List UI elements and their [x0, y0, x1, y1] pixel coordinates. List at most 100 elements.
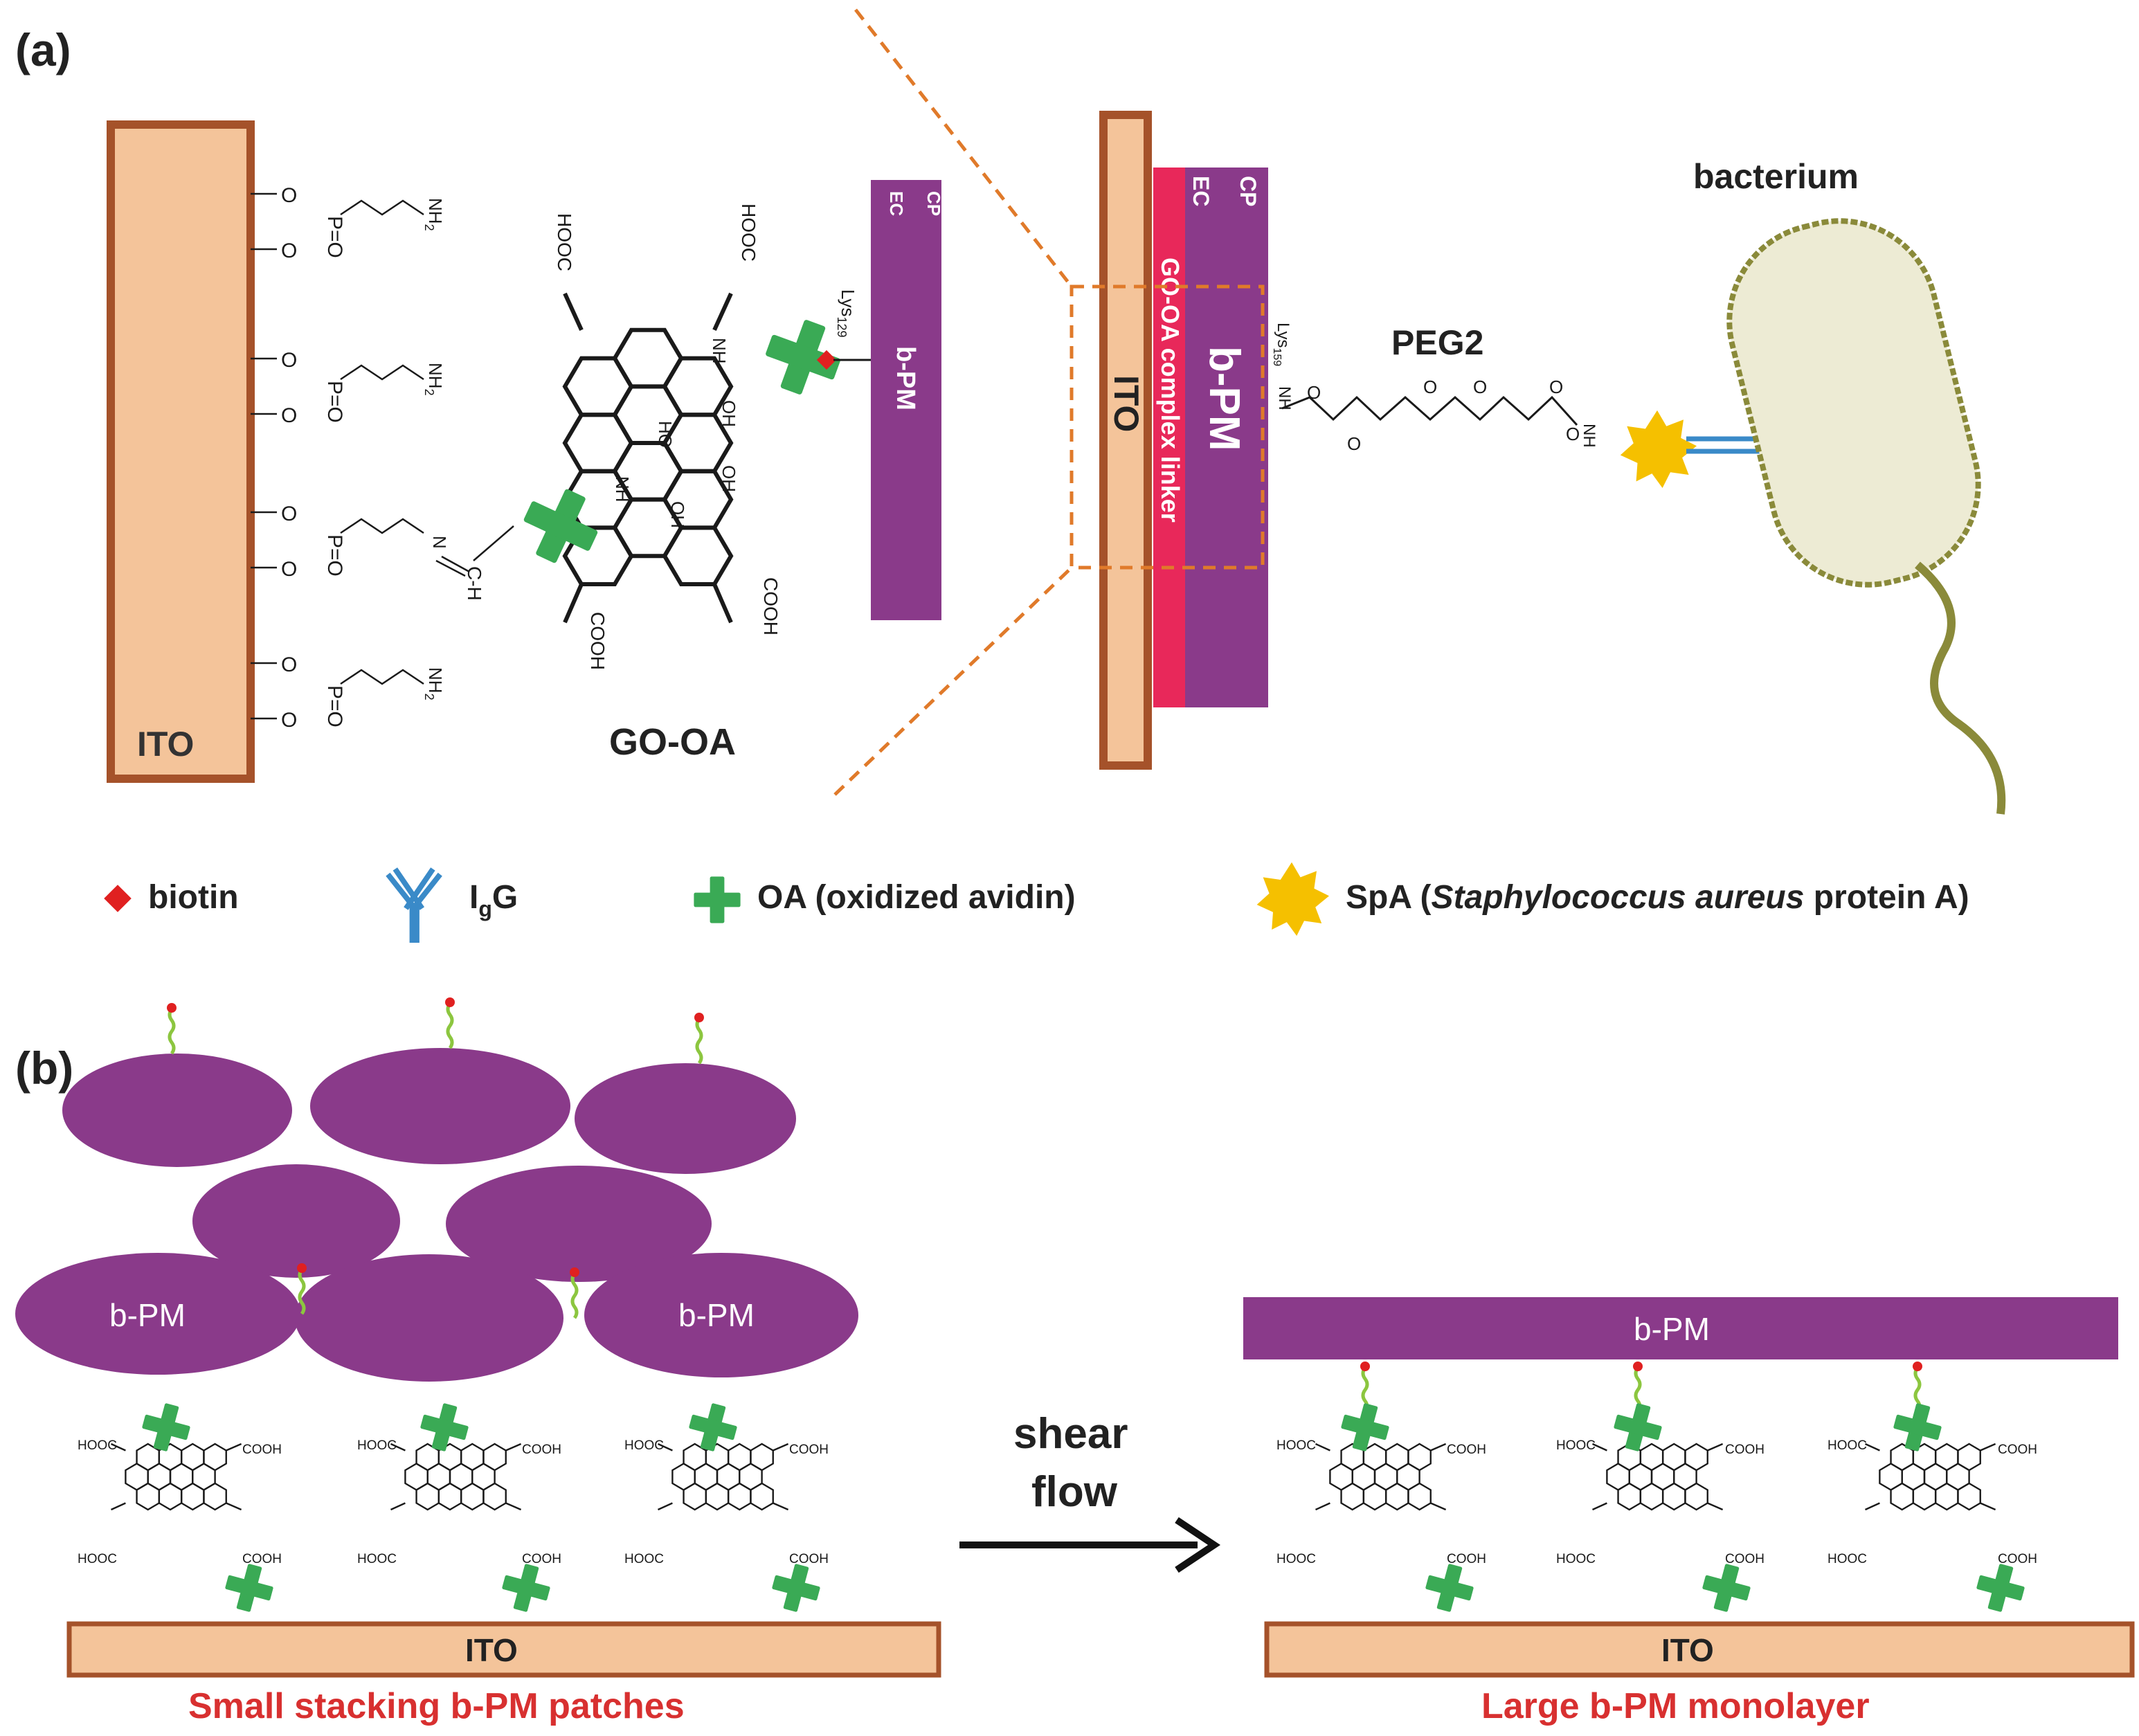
- legend-oa: OA (oxidized avidin): [757, 879, 1076, 916]
- bacterium-label: bacterium: [1693, 157, 1859, 196]
- nh2-group: NH2: [422, 363, 446, 396]
- p-o-group: P=O: [323, 685, 346, 727]
- hooc-group: HOOC: [1276, 1552, 1316, 1566]
- o-atom: O: [1307, 382, 1321, 403]
- go-labels-left: HOOC HOOC COOH COOH HOOC HOOC COOH COOH …: [78, 1438, 829, 1566]
- cooh-group: COOH: [587, 612, 608, 670]
- oh-group: OH: [719, 465, 739, 492]
- bpm-patch: [575, 1063, 796, 1174]
- cooh-group: COOH: [1725, 1552, 1765, 1566]
- hooc-group: HOOC: [357, 1552, 397, 1566]
- go-unit-right-3: [1864, 1443, 1996, 1511]
- ec-zoom-text: EC: [1189, 176, 1213, 206]
- go-labels-right: HOOC HOOC COOH COOH HOOC HOOC COOH COOH …: [1276, 1438, 2037, 1566]
- hooc-group: HOOC: [1556, 1438, 1596, 1453]
- oa-cross: [220, 1559, 278, 1617]
- cooh-group: COOH: [1725, 1443, 1765, 1457]
- p-o-group: P=O: [323, 534, 346, 577]
- go-unit-left-2: [390, 1443, 522, 1511]
- biotin-linker: [167, 1003, 177, 1054]
- lys159-label: Lys159: [1271, 323, 1292, 366]
- biotin-marker: [816, 350, 837, 370]
- bpm-patch: [446, 1166, 712, 1282]
- hooc-group: HOOC: [624, 1552, 664, 1566]
- cooh-group: COOH: [760, 577, 782, 635]
- oa-cross: [497, 1559, 555, 1617]
- ec-label: EC: [886, 191, 907, 216]
- cooh-group: COOH: [522, 1443, 561, 1457]
- legend-igg-icon: [388, 869, 440, 943]
- ho-group: HO: [655, 421, 676, 448]
- zoom-box: [1070, 284, 1265, 570]
- nh-group: NH: [612, 476, 633, 503]
- legend-oa-icon: [694, 876, 741, 923]
- panel-b-label: (b): [15, 1042, 73, 1094]
- biotin-linker: [694, 1013, 704, 1063]
- linker-label: GO-OA complex linker: [1156, 257, 1184, 523]
- biotin-linker: [445, 997, 455, 1048]
- ito-electrode: [107, 120, 255, 783]
- ch-group: C-H: [464, 566, 485, 601]
- bpm-patch: [295, 1254, 563, 1382]
- o-atom: O: [281, 349, 297, 372]
- go-oa-linker-layer: [1153, 168, 1185, 707]
- bpm-monolayer: [1243, 1297, 2118, 1359]
- o-atom: O: [281, 239, 297, 262]
- ito-substrate-right: [1264, 1621, 2135, 1678]
- o-atom: O: [1566, 424, 1580, 444]
- o-atom: O: [281, 558, 297, 581]
- go-oa-label: GO-OA: [609, 721, 736, 763]
- cooh-group: COOH: [789, 1552, 829, 1566]
- zoom-line-bottom: [833, 566, 1073, 796]
- nh2-group: NH2: [422, 198, 446, 231]
- bpm-monolayer-label: b-PM: [1634, 1311, 1710, 1347]
- shear-arrowhead: [1175, 1517, 1221, 1573]
- cooh-group: COOH: [522, 1552, 561, 1566]
- o-atom: O: [281, 404, 297, 427]
- hooc-group: HOOC: [1556, 1552, 1596, 1566]
- cooh-group: COOH: [1447, 1443, 1486, 1457]
- cooh-group: COOH: [1998, 1443, 2037, 1457]
- right-caption: Large b-PM monolayer: [1481, 1686, 1870, 1726]
- bpm-bar-small: [871, 180, 941, 620]
- go-unit-right-2: [1591, 1443, 1724, 1511]
- go-unit-right-1: [1315, 1443, 1447, 1511]
- legend-spa: SpA (Staphylococcus aureus protein A): [1346, 879, 1969, 916]
- o-atom: O: [281, 184, 297, 207]
- o-atom: O: [1347, 433, 1361, 454]
- ito-label: ITO: [137, 725, 194, 763]
- go-oa-structure: [565, 293, 731, 622]
- hooc-group: HOOC: [738, 204, 759, 262]
- o-atom: O: [1549, 377, 1563, 397]
- spa-star-zoom: [1620, 410, 1697, 488]
- p-o-group: P=O: [323, 216, 346, 258]
- p-o-group: P=O: [323, 381, 346, 423]
- cooh-group: COOH: [789, 1443, 829, 1457]
- flow-label: flow: [1031, 1468, 1118, 1516]
- go-unit-left-1: [110, 1443, 242, 1511]
- phosphonate-linkers: O O P=O NH2 O O P=O NH2 O O P=O N C-H: [251, 184, 514, 732]
- bpm-patches: [15, 1048, 858, 1382]
- left-caption: Small stacking b-PM patches: [188, 1686, 685, 1726]
- oa-cross: [1420, 1559, 1479, 1617]
- shear-label: shear: [1013, 1410, 1128, 1458]
- peg2-chain: [1281, 395, 1578, 426]
- bpm-patch: [15, 1253, 300, 1375]
- bacterium-flagellum: [1915, 561, 2006, 815]
- cp-zoom-label: CP: [1236, 176, 1261, 206]
- cooh-group: COOH: [242, 1552, 282, 1566]
- panel-a-label: (a): [15, 24, 71, 75]
- biotin-linker: [570, 1267, 579, 1318]
- cp-label: CP: [923, 191, 944, 216]
- imine-n: N: [429, 536, 450, 549]
- legend-biotin: biotin: [148, 879, 239, 916]
- nh2-group: NH2: [422, 667, 446, 700]
- o-atom: O: [281, 653, 297, 676]
- legend-biotin-icon: [104, 885, 132, 912]
- hooc-group: HOOC: [78, 1438, 117, 1453]
- o-atom: O: [1473, 377, 1487, 397]
- nh-group: NH: [709, 338, 730, 364]
- nh-zoom-1: NH: [1275, 386, 1294, 410]
- bpm-patch: [584, 1253, 858, 1377]
